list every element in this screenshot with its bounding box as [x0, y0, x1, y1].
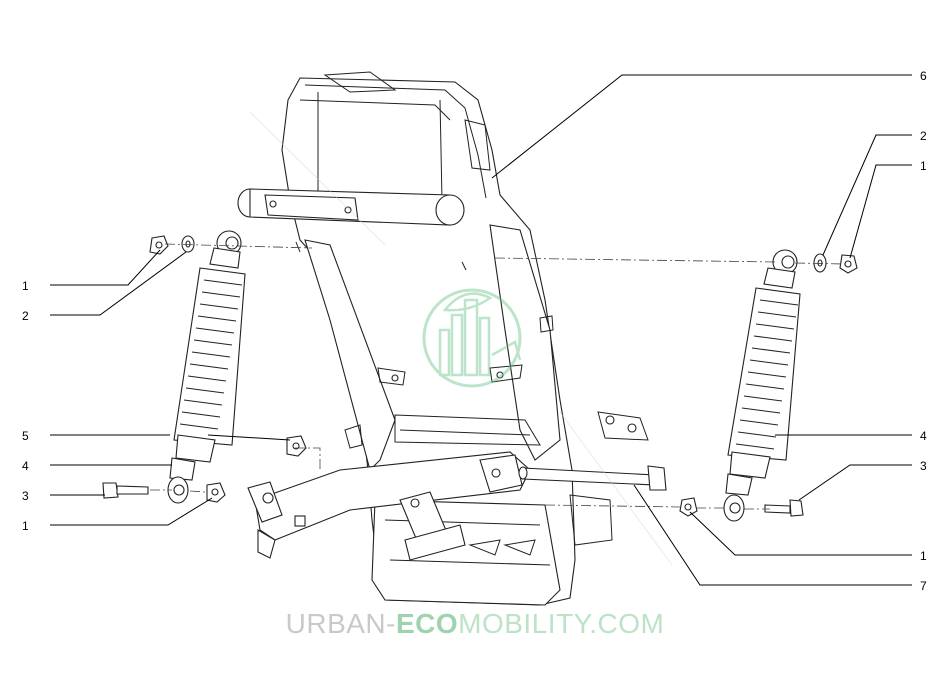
callout-left-5: 3 [22, 489, 29, 503]
hardware [102, 235, 858, 517]
swing-arm [247, 451, 531, 561]
watermark-part-4: .COM [589, 608, 665, 639]
callout-left-4: 4 [22, 459, 29, 473]
callout-right-5: 3 [920, 459, 927, 473]
watermark-part-1: URBAN- [285, 608, 396, 639]
watermark-logo [249, 111, 673, 566]
callout-right-2: 2 [920, 129, 927, 143]
watermark-part-2: ECO [395, 608, 459, 639]
callout-right-7: 7 [920, 579, 927, 593]
left-lower-bolt [102, 482, 119, 499]
callout-right-4: 4 [920, 429, 927, 443]
leader-lines [50, 74, 912, 586]
callout-left-3: 5 [22, 429, 29, 443]
right-shock-absorber [723, 249, 801, 522]
callout-right-6: 1 [920, 549, 927, 563]
watermark-part-3: MOBILITY [458, 608, 590, 639]
right-lower-bolt [764, 504, 791, 514]
pivot-shaft [518, 465, 667, 491]
watermark-text: URBAN-ECOMOBILITY.COM [0, 608, 950, 640]
callout-left-2: 2 [22, 309, 29, 323]
callout-labels: 1 2 5 4 3 1 6 2 1 4 3 1 7 [22, 69, 927, 593]
center-lines [150, 243, 846, 510]
callout-right-1: 6 [920, 69, 927, 83]
callout-left-6: 1 [22, 519, 29, 533]
callout-right-3: 1 [920, 159, 927, 173]
callout-left-1: 1 [22, 279, 29, 293]
left-shock-absorber [167, 230, 246, 504]
